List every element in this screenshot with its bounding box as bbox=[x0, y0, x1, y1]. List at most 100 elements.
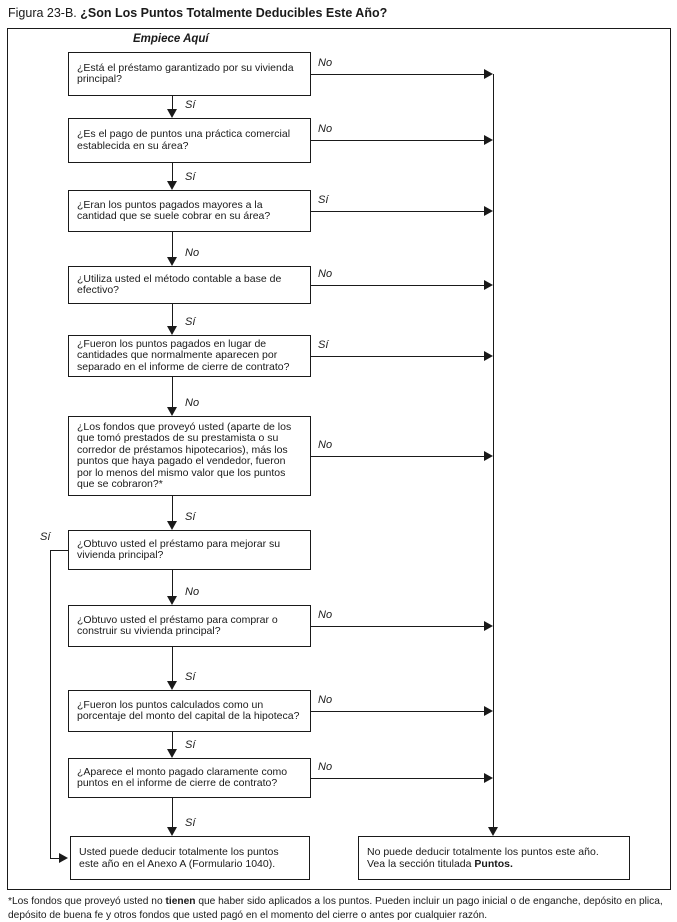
branch-label-right-1: No bbox=[318, 57, 333, 69]
question-box-7: ¿Obtuvo usted el préstamo para mejorar s… bbox=[68, 530, 311, 570]
branch-label-right-8: No bbox=[318, 609, 333, 621]
branch-line-right-4 bbox=[311, 285, 484, 286]
arrowhead-down-icon bbox=[167, 407, 177, 416]
arrowhead-down-icon bbox=[167, 181, 177, 190]
figure-title: Figura 23-B. ¿Son Los Puntos Totalmente … bbox=[8, 6, 387, 20]
bypass-line-top bbox=[50, 550, 68, 551]
outcome-not-deductible-line2: Vea la sección titulada Puntos. bbox=[367, 858, 621, 870]
connector-down-8 bbox=[172, 647, 173, 681]
branch-label-down-10: Sí bbox=[185, 817, 196, 829]
outcome-box-deductible: Usted puede deducir totalmente los punto… bbox=[70, 836, 310, 880]
branch-label-down-9: Sí bbox=[185, 739, 196, 751]
connector-down-10 bbox=[172, 798, 173, 827]
arrowhead-down-icon bbox=[167, 257, 177, 266]
collector-line bbox=[493, 74, 494, 827]
question-box-4: ¿Utiliza usted el método contable a base… bbox=[68, 266, 311, 304]
arrowhead-down-icon bbox=[488, 827, 498, 836]
figure-title-text: ¿Son Los Puntos Totalmente Deducibles Es… bbox=[80, 6, 388, 20]
branch-label-left-7: Sí bbox=[40, 531, 51, 543]
branch-label-right-6: No bbox=[318, 439, 333, 451]
bypass-line-vertical bbox=[50, 550, 51, 858]
branch-label-down-7: No bbox=[185, 586, 200, 598]
branch-label-down-1: Sí bbox=[185, 99, 196, 111]
branch-line-right-6 bbox=[311, 456, 484, 457]
branch-line-right-9 bbox=[311, 711, 484, 712]
figure-label: Figura 23-B. bbox=[8, 6, 77, 20]
branch-label-right-3: Sí bbox=[318, 194, 329, 206]
branch-line-right-10 bbox=[311, 778, 484, 779]
question-box-9: ¿Fueron los puntos calculados como un po… bbox=[68, 690, 311, 732]
outcome-deductible-text: Usted puede deducir totalmente los punto… bbox=[79, 846, 279, 870]
branch-label-right-5: Sí bbox=[318, 339, 329, 351]
outcome-not-deductible-line1: No puede deducir totalmente los puntos e… bbox=[367, 846, 599, 858]
footnote-emphasis: tienen bbox=[165, 896, 196, 907]
footnote: *Los fondos que proveyó usted no tienen … bbox=[8, 895, 670, 922]
outcome-line2-prefix: Vea la sección titulada bbox=[367, 858, 475, 870]
branch-label-right-2: No bbox=[318, 123, 333, 135]
branch-label-down-8: Sí bbox=[185, 671, 196, 683]
arrowhead-down-icon bbox=[167, 326, 177, 335]
arrowhead-down-icon bbox=[167, 681, 177, 690]
branch-label-right-4: No bbox=[318, 268, 333, 280]
branch-line-right-2 bbox=[311, 140, 484, 141]
question-text: ¿Utiliza usted el método contable a base… bbox=[77, 272, 282, 296]
question-box-6: ¿Los fondos que proveyó usted (aparte de… bbox=[68, 416, 311, 496]
arrowhead-right-icon bbox=[59, 853, 68, 863]
arrowhead-down-icon bbox=[167, 521, 177, 530]
connector-down-9 bbox=[172, 732, 173, 749]
connector-down-5 bbox=[172, 377, 173, 407]
connector-down-7 bbox=[172, 570, 173, 596]
branch-label-down-4: Sí bbox=[185, 316, 196, 328]
question-text: ¿Eran los puntos pagados mayores a la ca… bbox=[77, 198, 271, 222]
arrowhead-down-icon bbox=[167, 749, 177, 758]
question-box-8: ¿Obtuvo usted el préstamo para comprar o… bbox=[68, 605, 311, 647]
flowchart-border bbox=[7, 28, 671, 890]
start-here-label: Empiece Aquí bbox=[133, 33, 209, 45]
question-text: ¿Fueron los puntos pagados en lugar de c… bbox=[77, 337, 290, 373]
question-box-1: ¿Está el préstamo garantizado por su viv… bbox=[68, 52, 311, 96]
outcome-line2-bold: Puntos. bbox=[474, 858, 513, 870]
arrowhead-right-icon bbox=[484, 451, 493, 461]
question-box-2: ¿Es el pago de puntos una práctica comer… bbox=[68, 118, 311, 163]
question-text: ¿Obtuvo usted el préstamo para mejorar s… bbox=[77, 537, 281, 561]
outcome-box-not-deductible: No puede deducir totalmente los puntos e… bbox=[358, 836, 630, 880]
footnote-rest: que haber sido aplicados a los puntos. P… bbox=[8, 896, 663, 921]
arrowhead-right-icon bbox=[484, 706, 493, 716]
arrowhead-right-icon bbox=[484, 69, 493, 79]
arrowhead-right-icon bbox=[484, 621, 493, 631]
arrowhead-right-icon bbox=[484, 280, 493, 290]
branch-label-down-5: No bbox=[185, 397, 200, 409]
arrowhead-right-icon bbox=[484, 206, 493, 216]
footnote-prefix: *Los fondos que proveyó usted no bbox=[8, 896, 166, 907]
branch-label-down-6: Sí bbox=[185, 511, 196, 523]
arrowhead-down-icon bbox=[167, 827, 177, 836]
connector-down-1 bbox=[172, 96, 173, 110]
branch-label-down-3: No bbox=[185, 247, 200, 259]
branch-line-right-3 bbox=[311, 211, 484, 212]
branch-line-right-1 bbox=[311, 74, 484, 75]
question-box-3: ¿Eran los puntos pagados mayores a la ca… bbox=[68, 190, 311, 232]
question-text: ¿Obtuvo usted el préstamo para comprar o… bbox=[77, 613, 278, 637]
question-box-5: ¿Fueron los puntos pagados en lugar de c… bbox=[68, 335, 311, 377]
branch-label-right-9: No bbox=[318, 694, 333, 706]
arrowhead-down-icon bbox=[167, 109, 177, 118]
connector-down-4 bbox=[172, 304, 173, 326]
bypass-line-bottom bbox=[50, 858, 59, 859]
arrowhead-right-icon bbox=[484, 135, 493, 145]
question-text: ¿Es el pago de puntos una práctica comer… bbox=[77, 128, 291, 152]
connector-down-2 bbox=[172, 163, 173, 181]
branch-label-down-2: Sí bbox=[185, 171, 196, 183]
branch-label-right-10: No bbox=[318, 761, 333, 773]
branch-line-right-5 bbox=[311, 356, 484, 357]
question-box-10: ¿Aparece el monto pagado claramente como… bbox=[68, 758, 311, 798]
question-text: ¿Fueron los puntos calculados como un po… bbox=[77, 698, 300, 722]
question-text: ¿Aparece el monto pagado claramente como… bbox=[77, 765, 288, 789]
connector-down-6 bbox=[172, 496, 173, 521]
arrowhead-right-icon bbox=[484, 351, 493, 361]
connector-down-3 bbox=[172, 232, 173, 257]
arrowhead-down-icon bbox=[167, 596, 177, 605]
branch-line-right-8 bbox=[311, 626, 484, 627]
question-text: ¿Los fondos que proveyó usted (aparte de… bbox=[77, 420, 292, 490]
arrowhead-right-icon bbox=[484, 773, 493, 783]
